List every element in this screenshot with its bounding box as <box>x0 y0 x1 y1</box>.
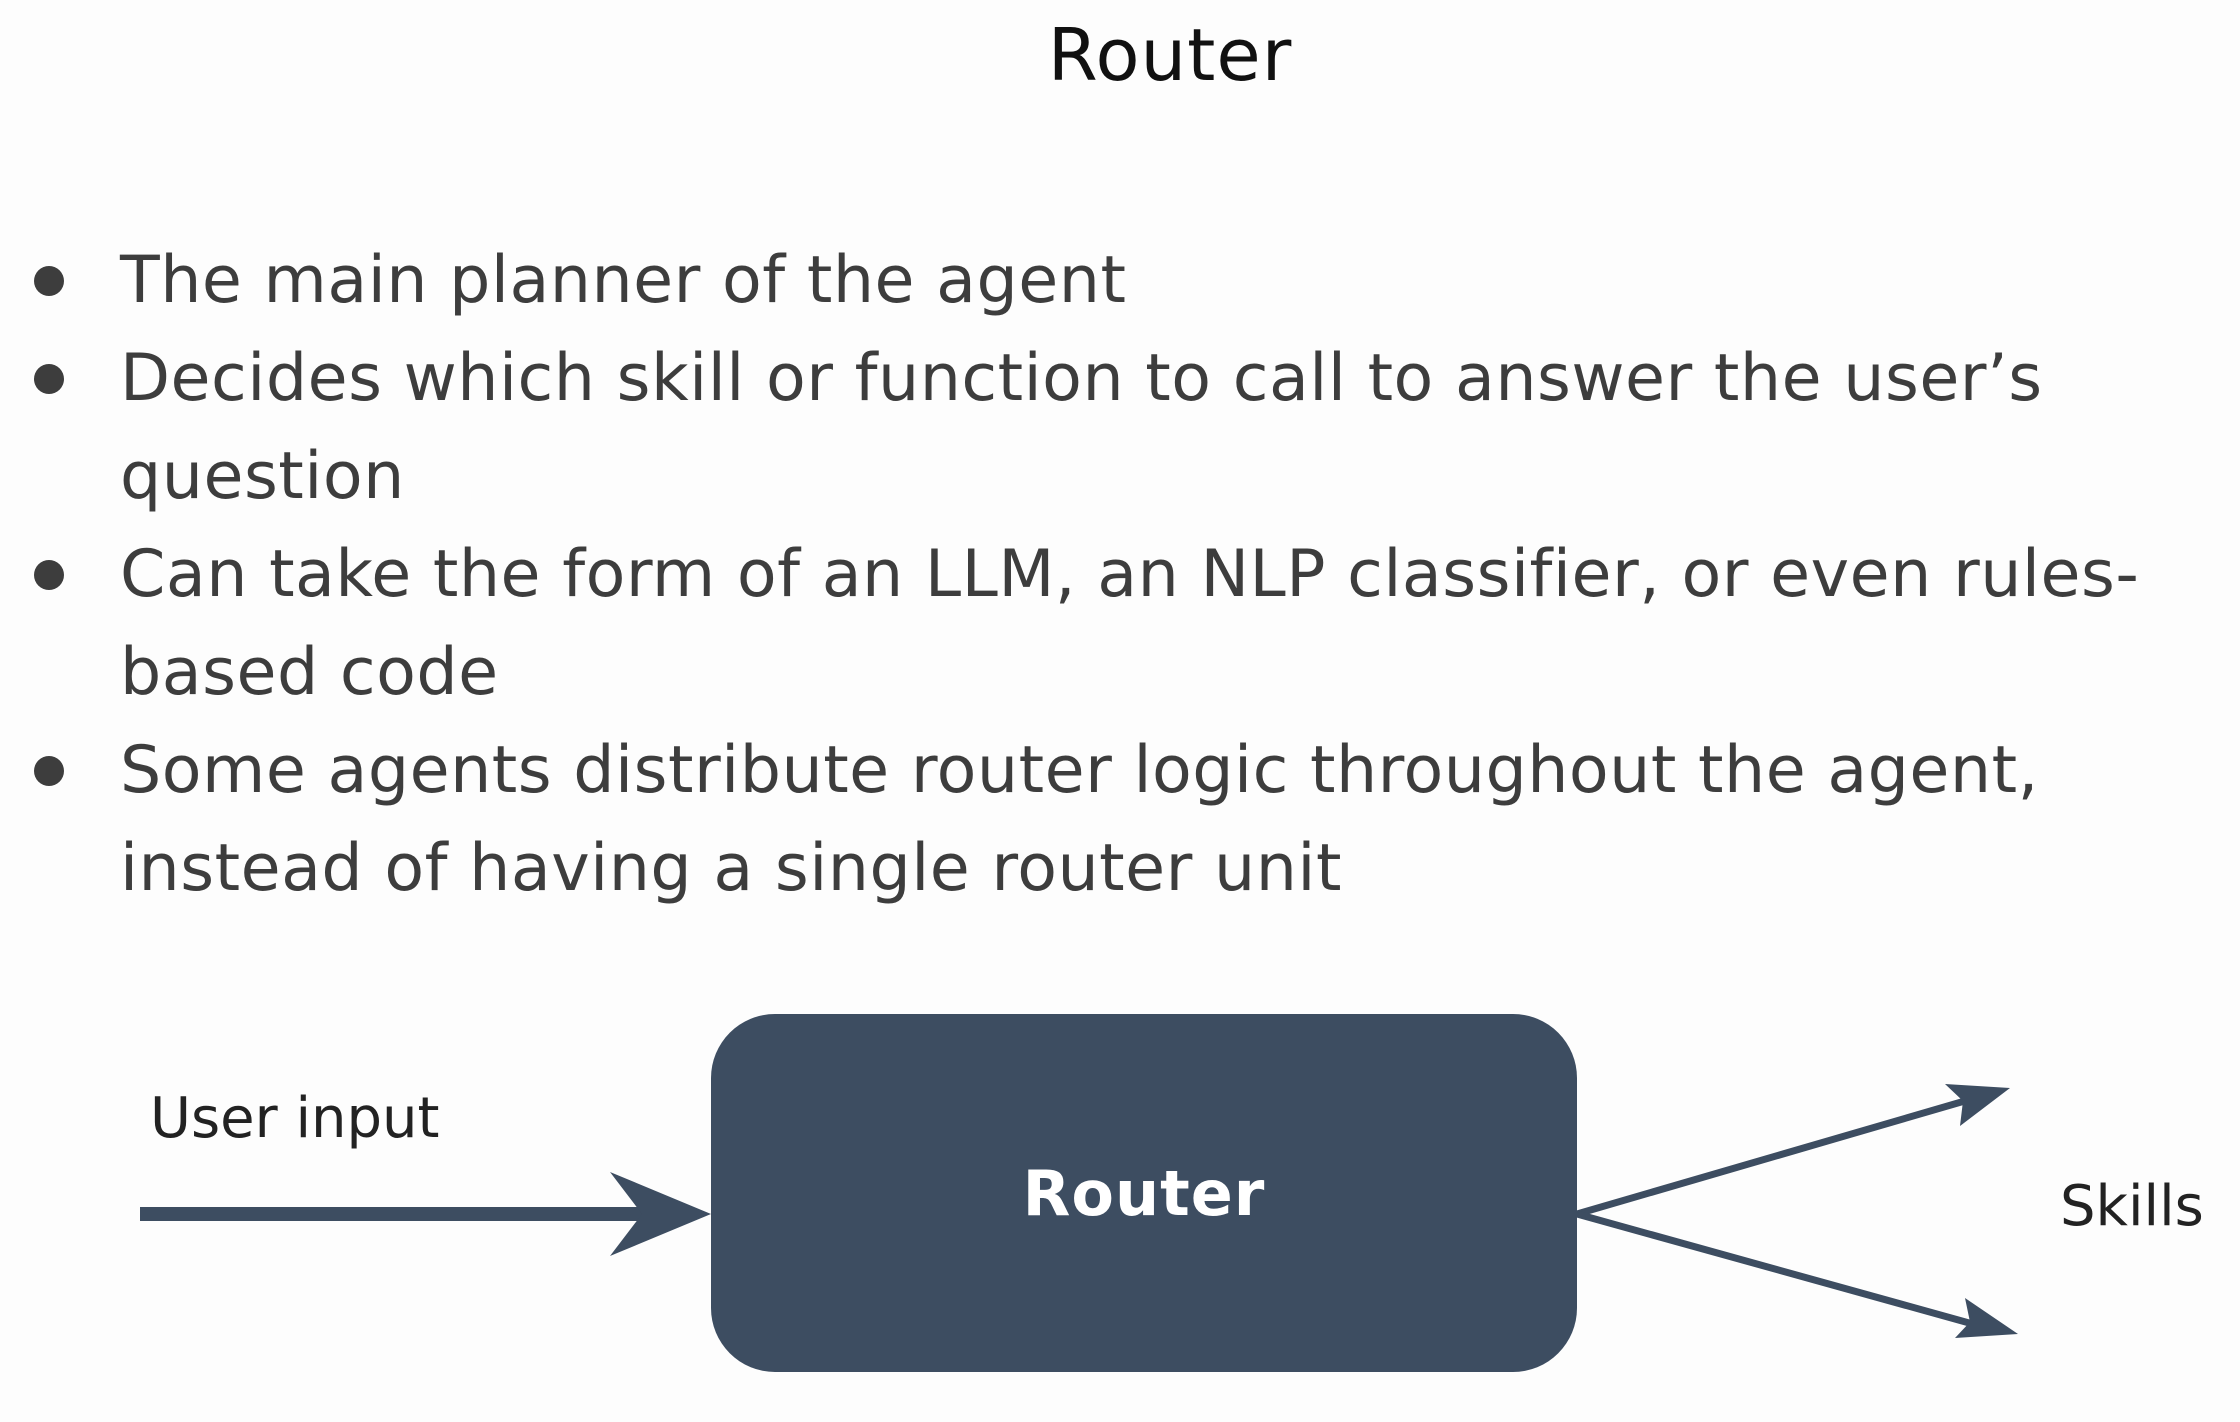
bullet-item: Some agents distribute router logic thro… <box>0 722 2240 918</box>
input-arrow-head <box>610 1172 711 1256</box>
bullet-text: Can take the form of an LLM, an NLP clas… <box>120 537 2140 710</box>
router-diagram: User input Router Skills <box>0 960 2240 1422</box>
skills-arrow-upper <box>1576 1084 2010 1218</box>
router-box: Router <box>711 1014 1577 1372</box>
skills-arrow-lower-head <box>1955 1298 2018 1338</box>
bullet-dot-icon <box>34 266 64 296</box>
skills-arrow-lower <box>1576 1210 2018 1338</box>
router-box-label: Router <box>1022 1156 1266 1230</box>
bullet-item: Can take the form of an LLM, an NLP clas… <box>0 526 2240 722</box>
bullet-list: The main planner of the agent Decides wh… <box>0 232 2240 918</box>
bullet-text: Decides which skill or function to call … <box>120 341 2043 514</box>
bullet-text: The main planner of the agent <box>120 243 1127 318</box>
bullet-item: The main planner of the agent <box>0 232 2240 330</box>
bullet-dot-icon <box>34 560 64 590</box>
bullet-dot-icon <box>34 364 64 394</box>
input-arrow <box>140 1172 711 1256</box>
skills-arrow-upper-head <box>1945 1084 2010 1126</box>
bullet-text: Some agents distribute router logic thro… <box>120 733 2039 906</box>
bullet-item: Decides which skill or function to call … <box>0 330 2240 526</box>
skills-arrow-lower-shaft <box>1576 1210 1981 1330</box>
user-input-label: User input <box>150 1086 440 1151</box>
slide-title: Router <box>1047 13 1293 97</box>
bullet-dot-icon <box>34 756 64 786</box>
skills-arrow-upper-shaft <box>1576 1094 1976 1218</box>
diagram-arrows <box>140 1084 2018 1338</box>
skills-label: Skills <box>2060 1174 2204 1239</box>
